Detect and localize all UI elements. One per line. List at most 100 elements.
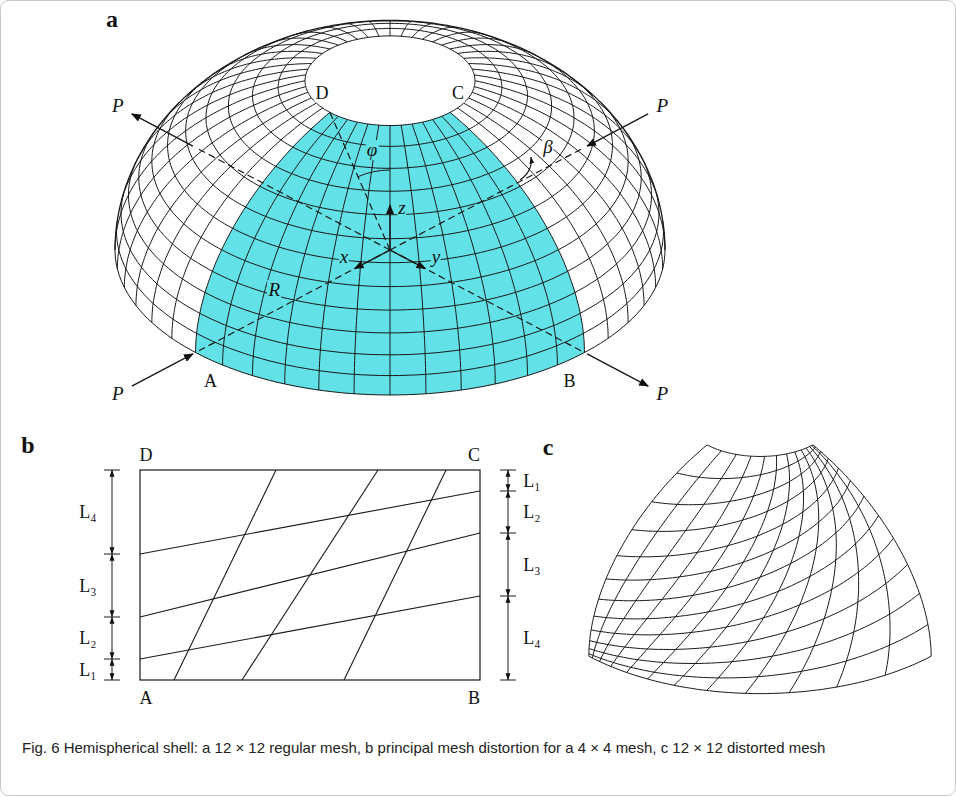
load-arrow: [587, 114, 648, 146]
mesh-meridian: [412, 124, 461, 390]
mesh-meridian: [390, 20, 391, 36]
dimension-label: L₃: [522, 555, 541, 574]
mesh-meridian: [464, 58, 592, 94]
y-axis: [390, 250, 425, 269]
mesh-line: [140, 491, 480, 554]
load-arrow: [132, 114, 193, 146]
point-label: D: [314, 84, 329, 103]
mesh-line: [344, 470, 446, 680]
mesh-meridian: [243, 45, 330, 56]
load-label: P: [655, 96, 669, 116]
dimension-label: L₁: [522, 471, 541, 490]
load-label: P: [111, 384, 125, 404]
mesh-line: [617, 468, 838, 557]
mesh-meridian: [319, 124, 368, 390]
mesh-line: [707, 445, 813, 457]
mesh-meridian: [469, 98, 645, 306]
panel-letter: c: [542, 435, 555, 460]
mesh-line: [627, 456, 765, 672]
mesh-meridian: [474, 87, 662, 269]
mesh-line: [707, 452, 804, 691]
mesh-meridian: [423, 122, 496, 384]
mesh-meridian: [474, 75, 658, 201]
mesh-meridian: [401, 125, 426, 394]
mesh-meridian: [464, 103, 629, 322]
mesh-meridian: [137, 69, 308, 159]
mesh-meridian: [223, 116, 339, 365]
dimension-line: [112, 617, 113, 659]
dashed-radius: [330, 112, 390, 250]
mesh-meridian: [457, 108, 608, 338]
dimension-label: L₂: [522, 503, 541, 522]
dashed-radius: [390, 147, 584, 250]
dashed-radius: [196, 250, 390, 353]
dimension-line: [112, 659, 113, 680]
mesh-meridian: [117, 87, 305, 269]
mesh-line: [600, 454, 737, 661]
mesh-meridian: [401, 21, 413, 36]
mesh-line: [589, 625, 928, 678]
angle-label: φ: [366, 140, 379, 160]
axis-label: y: [431, 247, 441, 267]
mesh-line: [789, 448, 836, 693]
mesh-line: [648, 456, 777, 680]
mesh-meridian: [450, 45, 537, 56]
point-label: B: [562, 371, 576, 390]
dimension-line: [508, 533, 509, 596]
angle-arc: [520, 157, 531, 180]
mesh-meridian: [412, 24, 436, 38]
mesh-meridian: [423, 27, 460, 39]
mesh-meridian: [442, 116, 558, 365]
dimension-line: [508, 470, 509, 491]
mesh-line: [632, 458, 828, 531]
mesh-line: [174, 470, 276, 680]
angle-arc: [358, 170, 390, 177]
load-label: P: [111, 96, 125, 116]
mesh-meridian: [472, 92, 655, 287]
x-axis: [355, 250, 390, 269]
dashed-radius: [196, 147, 390, 250]
mesh-meridian: [433, 120, 528, 376]
mesh-meridian: [367, 21, 379, 36]
mesh-meridian: [172, 108, 323, 338]
axis-label: z: [397, 198, 406, 218]
dimension-label: L₂: [78, 629, 97, 648]
dimension-label: L₁: [78, 660, 97, 679]
dimension-line: [508, 491, 509, 533]
shaded-quadrant: [196, 112, 585, 395]
figure-caption: Fig. 6 Hemispherical shell: a 12 × 12 re…: [22, 738, 902, 758]
load-arrow: [132, 354, 193, 386]
point-label: C: [451, 84, 465, 103]
mesh-line: [140, 596, 480, 659]
point-label: A: [139, 689, 154, 708]
mesh-line: [813, 445, 931, 656]
angle-label: β: [542, 137, 553, 157]
mesh-line: [745, 450, 818, 694]
dashed-radius: [390, 250, 584, 353]
mesh-meridian: [344, 24, 368, 38]
mesh-line: [812, 446, 890, 676]
dimension-label: L₄: [78, 503, 97, 522]
dimension-label: L₄: [522, 629, 541, 648]
panel-letter: a: [105, 7, 119, 32]
radius-label: R: [267, 280, 281, 300]
mesh-line: [590, 564, 908, 649]
load-label: P: [655, 384, 669, 404]
panel-letter: b: [20, 433, 35, 458]
mesh-meridian: [354, 125, 379, 394]
point-label: B: [467, 689, 481, 708]
shell-outline: [115, 20, 665, 250]
mesh-line: [242, 470, 378, 680]
mesh-meridian: [321, 27, 358, 39]
mesh-meridian: [433, 32, 484, 42]
mesh-line: [592, 451, 721, 658]
mesh-meridian: [253, 120, 348, 376]
patch-outline: [140, 470, 480, 680]
mesh-meridian: [152, 103, 317, 322]
dimension-label: L₃: [78, 576, 97, 595]
point-label: D: [139, 446, 154, 465]
mesh-meridian: [475, 81, 665, 250]
mesh-line: [589, 445, 707, 656]
